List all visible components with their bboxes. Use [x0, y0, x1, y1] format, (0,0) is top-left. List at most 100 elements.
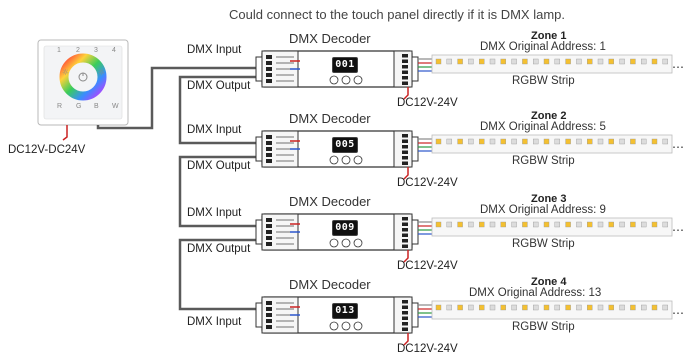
decoder-row-3: … [178, 213, 684, 311]
decoder-button [329, 321, 339, 331]
zone-title: Zone 3 [531, 193, 567, 205]
svg-text:☼: ☼ [62, 68, 69, 77]
zone-title: Zone 4 [531, 276, 567, 288]
led-chip [446, 221, 452, 228]
power-wire [403, 333, 409, 346]
led-chip [533, 58, 539, 65]
led-chip [587, 138, 593, 145]
led-chip [457, 138, 463, 145]
touch-panel: ☼ ☼ [37, 39, 129, 126]
rgbw-strip [431, 134, 673, 154]
panel-key-w[interactable]: W [112, 103, 119, 110]
led-chip [587, 304, 593, 311]
led-chip [543, 221, 550, 228]
power-label: DC12V-24V [397, 260, 458, 272]
decoder-button [329, 75, 339, 85]
led-chip [533, 138, 539, 145]
rgbw-strip [431, 300, 673, 320]
decoder-title: DMX Decoder [289, 277, 371, 292]
led-chip [641, 58, 647, 65]
led-chip [468, 58, 474, 65]
decoder-button [341, 238, 351, 248]
led-chip [662, 138, 668, 145]
panel-key-r[interactable]: R [57, 103, 63, 110]
decoder-title: DMX Decoder [289, 194, 371, 209]
strip-label: RGBW Strip [512, 321, 575, 333]
panel-zone-key-1[interactable]: 1 [57, 47, 61, 54]
dmx-chain-cable [178, 238, 258, 311]
zone-address: DMX Original Address: 1 [480, 41, 606, 53]
decoder-row-4: … [255, 296, 684, 346]
led-chip [435, 304, 442, 311]
led-chip [489, 304, 496, 311]
top-note: Could connect to the touch panel directl… [229, 7, 565, 22]
led-chip [662, 221, 668, 228]
decoder-display: 001 [332, 57, 358, 73]
decoder-display: 013 [332, 303, 358, 319]
led-chip [522, 221, 528, 228]
led-chip [468, 304, 474, 311]
svg-text:…: … [672, 220, 684, 234]
led-chip [511, 138, 517, 145]
decoder-button [341, 155, 351, 165]
led-chip [543, 138, 550, 145]
led-chip [468, 138, 474, 145]
led-chip [511, 58, 517, 65]
panel-key-g[interactable]: G [76, 103, 82, 110]
led-chip [479, 58, 485, 65]
decoder-row-2: … [178, 130, 684, 228]
led-chip [533, 304, 539, 311]
led-chip [587, 58, 593, 65]
panel-dmx-cable [96, 66, 258, 130]
zone-title: Zone 2 [531, 110, 567, 122]
led-chip [522, 58, 528, 65]
decoder-button [353, 75, 363, 85]
led-chip [457, 221, 463, 228]
decoder-button [341, 321, 351, 331]
zone-address: DMX Original Address: 5 [480, 121, 606, 133]
zone-title: Zone 1 [531, 30, 567, 42]
led-chip [479, 304, 485, 311]
panel-zone-key-4[interactable]: 4 [112, 47, 116, 54]
led-chip [468, 221, 474, 228]
decoder-title: DMX Decoder [289, 31, 371, 46]
led-chip [630, 138, 636, 145]
decoder-button [329, 238, 339, 248]
led-chip [457, 304, 463, 311]
led-chip [533, 221, 539, 228]
led-chip [554, 221, 560, 228]
led-chip [554, 58, 560, 65]
led-chip [619, 58, 625, 65]
led-chip [500, 138, 506, 145]
led-chip [619, 138, 625, 145]
led-chip [641, 221, 647, 228]
power-wire [403, 250, 409, 263]
led-chip [543, 304, 550, 311]
dmx-input-label: DMX Input [187, 316, 242, 328]
svg-text:…: … [672, 303, 684, 317]
led-chip [630, 58, 636, 65]
dmx-output-label: DMX Output [187, 80, 251, 92]
decoder-display: 005 [332, 137, 358, 153]
led-chip [630, 221, 636, 228]
panel-zone-key-3[interactable]: 3 [94, 47, 98, 54]
dmx-input-label: DMX Input [187, 44, 242, 56]
panel-power-wire [62, 125, 68, 141]
zone-address: DMX Original Address: 13 [469, 287, 602, 299]
power-label: DC12V-24V [397, 97, 458, 109]
led-chip [587, 221, 593, 228]
panel-key-b[interactable]: B [94, 103, 99, 110]
power-label: DC12V-24V [397, 343, 458, 355]
led-chip [565, 221, 571, 228]
dmx-chain-cable [178, 75, 258, 145]
panel-zone-key-2[interactable]: 2 [76, 47, 80, 54]
led-chip [641, 138, 647, 145]
led-chip [630, 304, 636, 311]
led-chip [446, 58, 452, 65]
svg-text:…: … [672, 137, 684, 151]
led-chip [446, 304, 452, 311]
led-chip [479, 221, 485, 228]
decoder-button [353, 155, 363, 165]
led-chip [576, 138, 582, 145]
